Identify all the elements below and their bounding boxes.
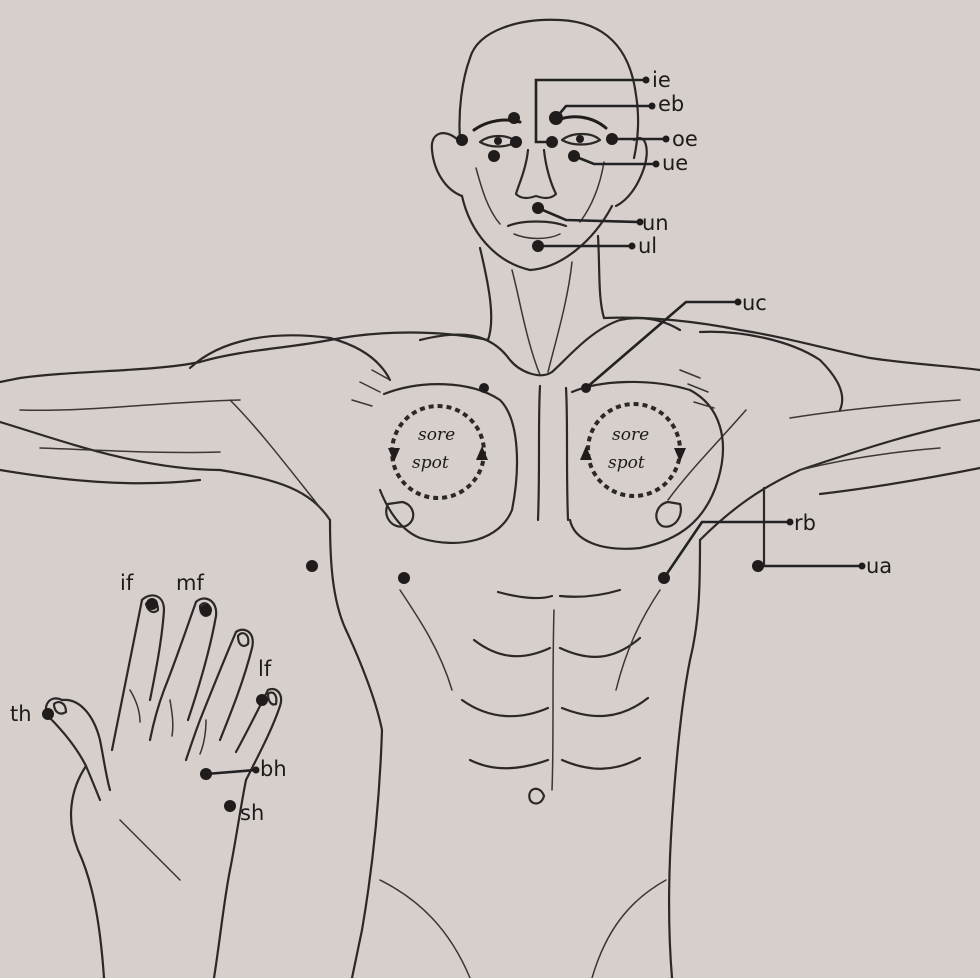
point-cb xyxy=(479,383,489,393)
arrow-down-icon xyxy=(388,448,400,462)
torso-outline xyxy=(330,318,764,978)
label-un: un xyxy=(642,211,669,235)
torso-dots-unlabeled xyxy=(306,560,410,584)
point-uc: uc xyxy=(581,291,767,393)
label-eb: eb xyxy=(658,92,684,116)
label-oe: oe xyxy=(672,127,698,151)
sore-spot-label-line1: sore xyxy=(612,425,649,445)
sore-spot-label-line2: spot xyxy=(412,453,449,473)
point-ue: ue xyxy=(568,150,688,175)
label-lf: lf xyxy=(258,657,272,681)
label-ua: ua xyxy=(866,554,892,578)
point-bh: bh xyxy=(200,757,287,781)
arrow-up-icon xyxy=(476,446,488,460)
label-ie: ie xyxy=(652,68,671,92)
sore-spot-label-line2: spot xyxy=(608,453,645,473)
point-if: if xyxy=(120,571,158,610)
sore-spot-left: sore spot xyxy=(388,406,488,498)
sore-spot-label-line1: sore xyxy=(418,425,455,445)
sore-spot-right: sore spot xyxy=(580,404,686,496)
point-eb: eb xyxy=(549,92,684,125)
label-mf: mf xyxy=(176,571,204,595)
point-oe: oe xyxy=(606,127,698,151)
label-rb: rb xyxy=(794,511,816,535)
collarbone-dot xyxy=(479,383,489,393)
label-ul: ul xyxy=(638,234,657,258)
point-sh: sh xyxy=(224,800,264,825)
hand-outline xyxy=(46,595,281,978)
label-uc: uc xyxy=(742,291,767,315)
point-ua: ua xyxy=(752,554,892,578)
label-th: th xyxy=(10,702,32,726)
point-un: un xyxy=(532,202,669,235)
label-ue: ue xyxy=(662,151,688,175)
arrow-up-icon xyxy=(580,446,592,460)
label-if: if xyxy=(120,571,134,595)
arrow-down-icon xyxy=(674,448,686,462)
label-bh: bh xyxy=(260,757,287,781)
label-sh: sh xyxy=(240,801,264,825)
arms-outline xyxy=(0,318,980,540)
point-rb: rb xyxy=(658,511,816,584)
